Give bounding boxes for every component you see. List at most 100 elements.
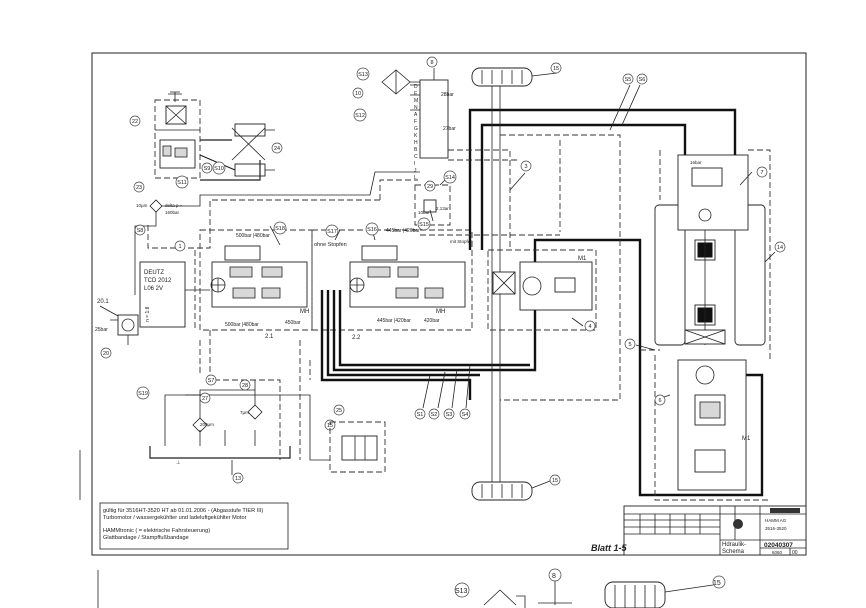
callout-label: 28 xyxy=(242,383,248,389)
port-letter: H xyxy=(414,140,418,146)
bar-27: 27bar xyxy=(443,126,456,132)
callout-label: 14 xyxy=(777,245,783,251)
callout-circle xyxy=(443,408,455,420)
callout-circle xyxy=(654,394,666,406)
drawing-sub: 6060 xyxy=(772,550,783,555)
callout-label: 23 xyxy=(136,185,142,191)
v2-top-right-pressure: 445bar |420bar xyxy=(386,228,420,234)
callout-label: 10 xyxy=(355,91,361,97)
callout-circle xyxy=(271,142,283,154)
callout-label: 20 xyxy=(103,351,109,357)
callout-circle xyxy=(756,166,768,178)
control-valve-2-2: ohne Stopfen 445bar |420bar 445bar |420b… xyxy=(311,228,473,341)
port-letter: G xyxy=(414,126,418,132)
main-pressure-lines xyxy=(320,108,764,497)
drawing-number: 02040307 xyxy=(764,542,793,549)
mit-stopfen-label: mit Stopfen xyxy=(450,239,473,244)
notes-box: gültig für 3516HT-3520 HT ab 01.01.2006 … xyxy=(99,502,289,550)
callout-label: S12 xyxy=(355,113,365,119)
callout-label: S17 xyxy=(327,229,337,235)
filter-7um: 7µm xyxy=(240,410,249,415)
callout-circle xyxy=(212,161,226,175)
title-block: HAMM AG 3516-3520 Hdraulik- Schema 02040… xyxy=(623,505,807,556)
mh1-label: MH xyxy=(300,309,309,315)
v1-id: 2.1 xyxy=(265,334,274,340)
engine-name: DEUTZ xyxy=(144,270,164,276)
callout-circle xyxy=(549,474,561,486)
next-c15: 15 xyxy=(713,580,721,587)
callout-circle xyxy=(174,240,186,252)
callout-label: S8 xyxy=(137,228,144,234)
callout-label: 15 xyxy=(327,423,333,429)
callout-circle xyxy=(426,56,438,68)
callout-label: 22 xyxy=(132,119,138,125)
bar-213: 2,13ar xyxy=(436,206,449,211)
callout-circle xyxy=(136,386,150,400)
control-valve-2-1: 500bar |480bar 500bar |480bar 450bar MH … xyxy=(199,229,313,340)
port-letter: L xyxy=(414,175,417,181)
v1-top-pressure: 500bar |480bar xyxy=(236,233,270,239)
hydraulic-tank: ⊥ xyxy=(149,430,291,466)
callout-circle xyxy=(624,338,636,350)
callout-label: S5 xyxy=(625,77,632,83)
engine-rpm: n = 1:8 xyxy=(145,306,151,322)
callout-label: S11 xyxy=(177,180,186,186)
callout-label: 3 xyxy=(524,164,527,170)
callout-label: S7 xyxy=(208,378,215,384)
callout-label: 6 xyxy=(658,398,661,404)
note-line-3: HAMMtronic ( = elektrische Fahrsteuerung… xyxy=(103,528,210,534)
callout-label: 5 xyxy=(628,342,631,348)
delta-p: delta p = xyxy=(165,203,183,208)
port-letter: D xyxy=(414,84,418,90)
bar-25: 25bar xyxy=(95,327,108,333)
callout-label: S3 xyxy=(446,412,453,418)
engine-type: L06 2V xyxy=(144,286,163,292)
v2-top-label: ohne Stopfen xyxy=(314,242,347,248)
callout-circle xyxy=(239,379,251,391)
steering-unit xyxy=(154,91,201,179)
note-line-4: Glattbandage / Stampffußbandage xyxy=(103,535,189,541)
callout-circle xyxy=(424,180,436,192)
drawing-frame xyxy=(91,52,807,556)
callout-circle xyxy=(175,175,189,189)
drawing-title-1: Hdraulik- xyxy=(722,542,746,548)
callout-label: S14 xyxy=(445,175,455,181)
engine-block: DEUTZ TCD 2012 L06 2V n = 1:8 xyxy=(139,261,186,328)
callout-circle xyxy=(417,217,431,231)
callout-label: S16 xyxy=(367,227,377,233)
callout-circle xyxy=(428,408,440,420)
front-tire xyxy=(471,67,533,87)
callout-circle xyxy=(584,320,596,332)
callout-circle xyxy=(443,170,457,184)
next-page-fragment: S13 8 15 xyxy=(97,568,726,608)
callout-label: 15 xyxy=(553,66,559,72)
callout-circle xyxy=(100,347,112,359)
v1-bottom-pressure: 500bar |480bar xyxy=(225,322,259,328)
callout-label: S15 xyxy=(419,222,429,228)
callout-label: S18 xyxy=(275,226,285,232)
v2-id: 2.2 xyxy=(352,335,361,341)
port-letter: I xyxy=(414,161,415,167)
mh2-label: MH xyxy=(436,309,445,315)
callout-label: 4 xyxy=(588,324,591,330)
callout-label: 27 xyxy=(202,396,208,402)
vibration-drum xyxy=(654,204,766,346)
callout-label: S6 xyxy=(639,77,646,83)
port-letter: E xyxy=(414,91,418,97)
callout-circle xyxy=(333,404,345,416)
rear-tire xyxy=(471,481,533,501)
v2-bottom-pressure: 445bar |420bar xyxy=(377,318,411,324)
port-letter: K xyxy=(414,133,418,139)
svg-text:⊥: ⊥ xyxy=(176,460,180,466)
callout-label: S13 xyxy=(358,72,368,78)
callout-circle xyxy=(199,392,211,404)
filter-200um: 200µm xyxy=(200,422,214,427)
callout-label: S19 xyxy=(138,391,148,397)
v2-right-pressure: 420bar xyxy=(424,318,440,324)
callout-label: S1 xyxy=(417,412,424,418)
callout-label: 25 xyxy=(336,408,342,414)
steering-cylinders xyxy=(231,123,275,177)
